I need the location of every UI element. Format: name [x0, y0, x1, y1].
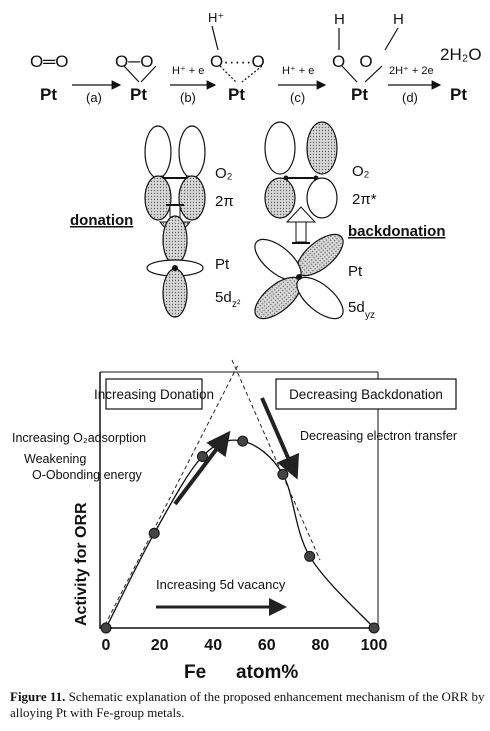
arrow-b-reagent: H⁺ + e [172, 65, 204, 77]
reaction-scheme: O═O Pt (a) O─O Pt H⁺ + e (b) H⁺ O·····O … [30, 10, 482, 105]
ann-oo-bonding: O-Obonding energy [32, 468, 143, 482]
bond-line [384, 27, 399, 51]
x-axis-ticks: 0 20 40 60 80 100 [102, 637, 388, 654]
arrow-b-label: (b) [180, 90, 196, 105]
arrow-c-label: (c) [290, 90, 305, 105]
box-decreasing-backdonation-label: Decreasing Backdonation [289, 387, 443, 402]
dz2-lobe [162, 215, 188, 265]
species-1-bottom: Pt [40, 85, 57, 104]
x-tick-label: 80 [312, 637, 330, 654]
left-pt-label: Pt [215, 256, 230, 273]
species-3-proton: H⁺ [208, 10, 224, 25]
ann-electron-transfer: Decreasing electron transfer [300, 429, 457, 443]
data-point [277, 468, 289, 480]
box-decreasing-backdonation [275, 378, 457, 410]
x-axis-label-unit: atom% [236, 662, 298, 683]
species-5-bottom: Pt [450, 85, 467, 104]
backdonation-arrow-shaft [295, 221, 307, 243]
caption-text: Schematic explanation of the proposed en… [10, 689, 485, 720]
trend-arrow-up [173, 430, 231, 506]
donation-label: donation [70, 212, 133, 229]
pi-orbital-lobe [178, 125, 206, 179]
bond-line [341, 65, 358, 83]
ann-weakening: Weakening [24, 452, 86, 466]
pi-orbital-lobe [144, 175, 172, 221]
species-4-h2: H [393, 11, 404, 28]
pi-orbital-lobe [178, 175, 206, 221]
bond-line [211, 25, 219, 51]
species-4-h1: H [334, 11, 345, 28]
bond-line [241, 65, 263, 83]
y-axis-label: Activity for ORR [73, 502, 90, 626]
pi-orbital-lobe [144, 125, 172, 179]
species-2-top: O─O [115, 52, 154, 71]
species-5-top: 2H₂O [440, 45, 482, 64]
arrow-a-label: (a) [86, 90, 102, 105]
species-2-bottom: Pt [130, 85, 147, 104]
x-tick-label: 60 [258, 637, 276, 654]
caption-label: Figure 11. [10, 689, 66, 704]
pi-star-lobe [306, 121, 338, 175]
data-point [304, 550, 316, 562]
orbital-left: O₂ 2π donation Pt 5d z² [70, 125, 241, 318]
dashed-descending-line [231, 359, 321, 561]
species-4-bottom: Pt [351, 85, 368, 104]
left-d-subscript: z² [232, 299, 241, 310]
box-increasing-donation [105, 378, 203, 410]
dyz-lobe [296, 276, 344, 320]
figure-caption: Figure 11. Schematic explanation of the … [10, 689, 485, 721]
arrow-d-label: (d) [402, 90, 418, 105]
species-1-top: O═O [30, 52, 69, 71]
right-pt-label: Pt [348, 263, 363, 280]
left-d-label: 5d [215, 289, 232, 306]
right-d-subscript: yz [365, 310, 375, 321]
x-tick-label: 40 [204, 637, 222, 654]
arrow-d-reagent: 2H⁺ + 2e [389, 65, 434, 77]
right-d-label: 5d [348, 299, 365, 316]
data-points [100, 435, 380, 634]
bond-line [364, 65, 383, 83]
plot-axes [99, 372, 378, 629]
dz2-lobe [162, 268, 188, 318]
pi-star-lobe [306, 177, 338, 219]
species-4-top: O O [332, 52, 373, 71]
backdonation-label: backdonation [348, 223, 446, 240]
x-tick-label: 20 [151, 637, 169, 654]
trend-arrow-down [260, 397, 300, 480]
x-tick-label: 100 [361, 637, 388, 654]
left-pi-label: 2π [215, 193, 234, 210]
activity-curve [105, 439, 375, 629]
pi-star-lobe [264, 177, 296, 219]
x-axis-label-element: Fe [184, 662, 206, 683]
pi-star-lobe [264, 121, 296, 175]
bond-line [123, 65, 140, 83]
pt-atom [172, 265, 178, 271]
right-o2-label: O₂ [352, 163, 370, 180]
right-pi-label: 2π* [352, 191, 377, 208]
bond-line [140, 65, 157, 83]
x-tick-label: 0 [102, 637, 111, 654]
arrow-c-reagent: H⁺ + e [282, 65, 314, 77]
ann-o2-adsorption: Increasing O₂adsorption [12, 431, 146, 445]
left-o2-label: O₂ [215, 165, 233, 182]
data-point [148, 527, 160, 539]
data-point [368, 622, 380, 634]
box-increasing-donation-label: Increasing Donation [94, 387, 214, 402]
species-3-bottom: Pt [228, 85, 245, 104]
data-point [100, 622, 112, 634]
orbital-right: O₂ 2π* backdonation Pt 5d yz [254, 121, 446, 321]
species-3-top: O·····O [210, 52, 265, 71]
ann-5d-vacancy: Increasing 5d vacancy [156, 577, 286, 592]
data-point [237, 435, 249, 447]
activity-plot: Increasing Donation Decreasing Backdonat… [12, 359, 457, 683]
pt-atom [296, 274, 302, 280]
